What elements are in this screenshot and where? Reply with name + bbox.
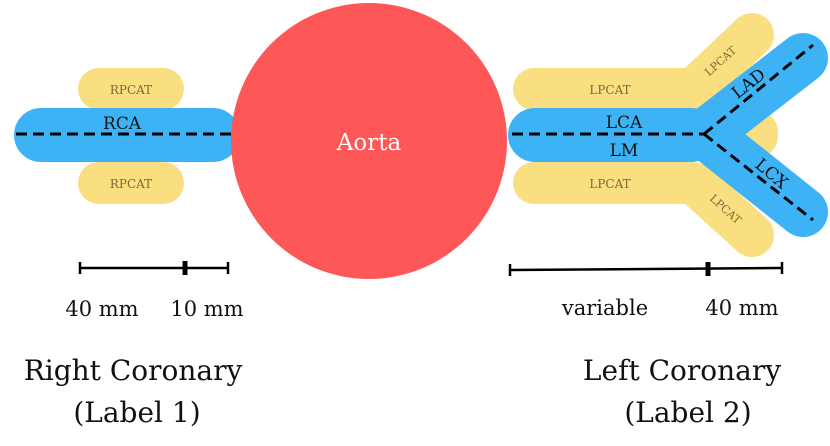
rpcat-fat-bottom (78, 162, 184, 204)
lpcat-label-bottom: LPCAT (589, 177, 630, 191)
right-scale-label-a: 40 mm (65, 297, 138, 321)
lca-lm-vessel (508, 108, 718, 162)
rpcat-fat-top (78, 68, 184, 110)
lpcat-fat-lad (675, 13, 774, 109)
right-scale-label-b: 10 mm (170, 297, 243, 321)
right-caption-label: (Label 1) (73, 396, 200, 429)
lpcat-fat-lcx (675, 163, 774, 257)
left-scale-label-b: 40 mm (705, 296, 778, 320)
rpcat-label-bottom: RPCAT (110, 177, 152, 191)
lm-label: LM (610, 141, 639, 161)
lpcat-label-top: LPCAT (589, 83, 630, 97)
aorta-label: Aorta (336, 130, 402, 156)
lca-label: LCA (606, 113, 643, 133)
lpcat-fat-bottom (513, 162, 713, 204)
right-caption-title: Right Coronary (24, 354, 243, 387)
left-caption-title: Left Coronary (583, 354, 781, 387)
rpcat-label-top: RPCAT (110, 83, 152, 97)
left-scale-label-a: variable (561, 296, 648, 320)
aorta-circle (231, 3, 507, 279)
lpcat-fat-top (513, 68, 713, 110)
left-caption-label: (Label 2) (624, 396, 751, 429)
left-scale-bar (508, 262, 784, 276)
rca-label: RCA (103, 114, 142, 134)
right-scale-bar (78, 261, 230, 275)
lcx-centerline (703, 132, 814, 222)
lad-centerline (703, 43, 814, 136)
